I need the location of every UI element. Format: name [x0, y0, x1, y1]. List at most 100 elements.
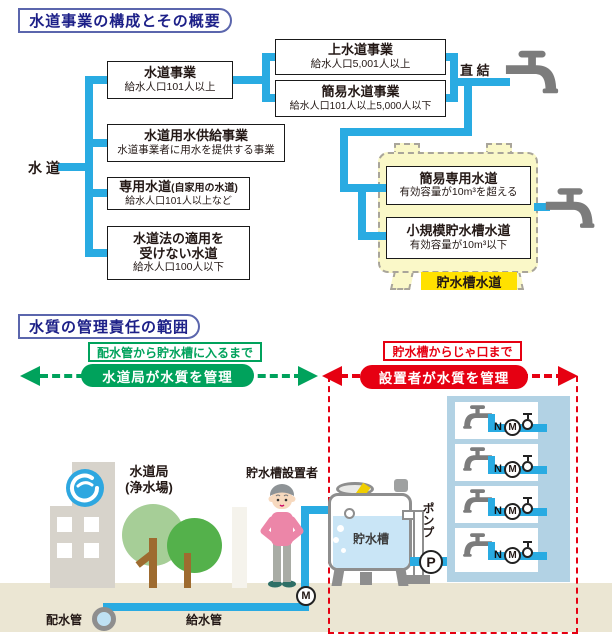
green-range-label: 配水管から貯水槽に入るまで: [88, 342, 262, 362]
box-sub: 有効容量が10m³を超える: [399, 186, 518, 199]
pipe: [270, 94, 276, 102]
pillar: [232, 507, 247, 588]
box-shokibo-chosuiso: 小規模貯水槽水道 有効容量が10m³以下: [386, 217, 531, 259]
window: [84, 543, 99, 558]
box-kani-senyo-suido: 簡易専用水道 有効容量が10m³を超える: [386, 166, 531, 205]
bubble: [333, 537, 339, 543]
tank-label: 貯水槽: [352, 532, 389, 546]
box-sub: 有効容量が10m³以下: [409, 238, 508, 251]
box-title: 簡易水道事業: [321, 84, 400, 100]
box-title: 簡易専用水道: [419, 170, 498, 186]
valve-icon: N: [494, 549, 502, 561]
pipe: [445, 94, 451, 102]
pipe: [340, 128, 348, 192]
window: [57, 543, 72, 558]
meter-icon: M: [504, 547, 521, 564]
apartment-room: N M: [455, 486, 547, 523]
pipe: [340, 184, 392, 192]
box-sub: 給水人口101人以上5,000人以下: [289, 100, 432, 112]
apartment-room: N M: [455, 402, 547, 439]
direct-connection-label: 直 結: [460, 63, 490, 78]
supply-pipe-label: 給水管: [186, 613, 223, 627]
pipe: [93, 139, 107, 147]
faucet-icon: [505, 50, 559, 94]
box-title: 専用水道: [119, 179, 172, 195]
tree-dark: [167, 518, 222, 573]
tree-trunk: [149, 538, 157, 588]
faucet-icon: [463, 533, 492, 557]
tank-leg-left: [389, 271, 414, 290]
pipe: [93, 189, 107, 197]
red-arrow-right-icon: [558, 366, 578, 386]
box-sub: 給水人口101人以上など: [125, 195, 232, 207]
bureau-sub: (浄水場): [125, 480, 173, 495]
pipe: [93, 249, 107, 257]
section2-title: 水質の管理責任の範囲: [28, 319, 189, 336]
pipe: [358, 184, 366, 240]
bubble: [337, 525, 344, 532]
tank-water: [333, 516, 409, 568]
tree-trunk: [184, 553, 191, 588]
pipe-foot: [406, 575, 430, 584]
box-sub: 給水人口100人以下: [132, 261, 225, 274]
red-arrow-left-icon: [322, 366, 342, 386]
pipe-trunk-mid: [262, 53, 270, 102]
pipe: [488, 498, 495, 514]
box-title-small: (自家用の水道): [171, 183, 238, 195]
pipe: [340, 128, 472, 136]
box-kyokyu-jigyo: 水道用水供給事業 水道事業者に用水を提供する事業: [107, 124, 285, 162]
pipe: [488, 542, 495, 558]
box-title: 小規模貯水槽水道: [406, 223, 511, 239]
meter-icon: M: [504, 461, 521, 478]
box-sub: 水道事業者に用水を提供する事業: [117, 143, 275, 156]
faucet-icon: [463, 447, 492, 471]
pipe-direct-connection: [452, 78, 510, 86]
bureau-name: 水道局: [129, 464, 169, 479]
owner-label: 貯水槽設置者: [245, 466, 318, 480]
root-label: 水 道: [28, 160, 60, 176]
window: [84, 517, 99, 532]
bureau-label: 水道局 (浄水場): [116, 464, 182, 496]
float-valve: [344, 508, 355, 519]
box-title-row: 専用水道(自家用の水道): [119, 180, 238, 195]
pipe: [445, 53, 451, 61]
pump-icon: P: [419, 550, 443, 574]
apartment-room: N M: [455, 444, 547, 481]
pipe: [488, 414, 495, 430]
faucet-icon: [463, 405, 492, 429]
tank-support: [360, 572, 372, 585]
box-title: 水道用水供給事業: [143, 128, 248, 144]
red-pill: 設置者が水質を管理: [360, 365, 528, 389]
pipe: [93, 76, 107, 84]
pipe: [58, 163, 90, 171]
valve-icon: N: [494, 421, 502, 433]
supply-pipe: [103, 603, 309, 611]
valve-icon: N: [494, 505, 502, 517]
pipe: [534, 203, 550, 211]
pipe: [488, 456, 495, 472]
pump-label: ポンプ: [421, 502, 435, 538]
box-sub: 給水人口101人以上: [124, 80, 216, 93]
box-josuido-jigyo: 上水道事業 給水人口5,001人以上: [275, 39, 446, 75]
box-title-line1: 水道法の適用を: [132, 231, 224, 247]
box-tekiyogai-suido: 水道法の適用を 受けない水道 給水人口100人以下: [107, 226, 250, 280]
pipe: [270, 53, 276, 61]
box-title: 水道事業: [143, 65, 196, 81]
stopcock-icon: [522, 541, 534, 561]
section1-title: 水道事業の構成とその概要: [29, 13, 221, 30]
pipe: [233, 76, 263, 84]
section1-title-badge: 水道事業の構成とその概要: [18, 8, 232, 33]
tank-cap: [394, 479, 408, 492]
faucet-icon: [545, 188, 595, 228]
green-arrow-right-icon: [298, 366, 318, 386]
section2-title-badge: 水質の管理責任の範囲: [18, 314, 200, 339]
pipe-trunk-right: [450, 53, 458, 102]
tank-inlet-pipe: [301, 506, 345, 514]
distribution-pipe-icon: [92, 607, 116, 631]
water-bureau-logo-icon: [66, 469, 104, 507]
pipe: [358, 232, 392, 240]
stopcock-icon: [522, 455, 534, 475]
stopcock-icon: [522, 413, 534, 433]
green-pill: 水道局が水質を管理: [81, 364, 254, 387]
